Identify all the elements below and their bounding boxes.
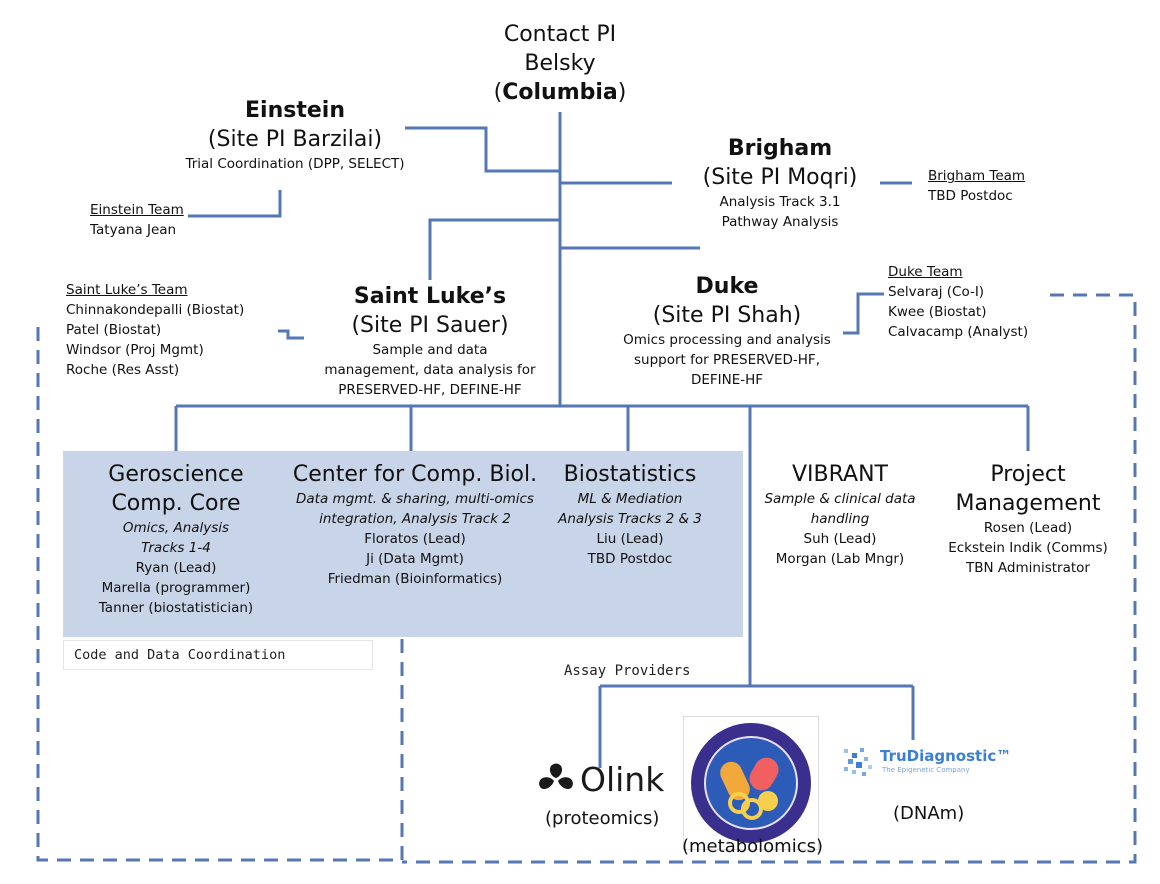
olink-icon	[539, 763, 573, 790]
trudiagnostic-logo-text: TruDiagnostic™	[880, 747, 1012, 765]
ccb-member: Floratos (Lead)	[364, 531, 466, 547]
duke-team: Duke Team Selvaraj (Co-I) Kwee (Biostat)…	[888, 262, 1028, 342]
einstein-role: Trial Coordination (DPP, SELECT)	[185, 156, 405, 172]
duke-role-1: Omics processing and analysis	[623, 332, 831, 348]
pm-title-2: Management	[955, 491, 1101, 516]
contact-pi-institution-name: Columbia	[502, 80, 618, 105]
saint-lukes-team-member: Windsor (Proj Mgmt)	[66, 342, 204, 358]
einstein-team-connector	[188, 190, 282, 218]
ip-logo-frame	[683, 716, 819, 850]
brigham-team: Brigham Team TBD Postdoc	[928, 166, 1025, 206]
biostatistics-member: TBD Postdoc	[587, 551, 673, 567]
geroscience-title-1: Geroscience	[108, 462, 244, 487]
vibrant-title: VIBRANT	[792, 462, 888, 487]
duke-team-member: Selvaraj (Co-I)	[888, 284, 985, 300]
saint-lukes-team-member: Patel (Biostat)	[66, 322, 162, 338]
saint-lukes-role-3: PRESERVED-HF, DEFINE-HF	[338, 382, 522, 398]
geroscience-member: Marella (programmer)	[101, 580, 251, 596]
saint-lukes-connector	[428, 218, 560, 280]
pm-member: Rosen (Lead)	[983, 520, 1073, 536]
duke-team-title: Duke Team	[888, 264, 963, 280]
duke-name: Duke	[695, 274, 759, 299]
ccb-member: Ji (Data Mgmt)	[366, 551, 464, 567]
geroscience-desc-1: Omics, Analysis	[122, 520, 230, 536]
brigham-role-1: Analysis Track 3.1	[719, 194, 841, 210]
saint-lukes-team-title: Saint Luke’s Team	[66, 282, 188, 298]
trudiagnostic-caption: (DNAm)	[893, 803, 965, 824]
geroscience-desc-2: Tracks 1-4	[141, 540, 211, 556]
einstein-name: Einstein	[245, 98, 345, 123]
cores-background	[63, 451, 743, 637]
pm-title-1: Project	[990, 462, 1066, 487]
biostatistics-member: Liu (Lead)	[596, 531, 664, 547]
saint-lukes-team-connector	[278, 329, 304, 340]
ccb-core: Center for Comp. Biol. Data mgmt. & shar…	[270, 460, 560, 589]
code-data-coordination-label: Code and Data Coordination	[63, 640, 373, 670]
olink-logo-text: Olink	[580, 760, 665, 799]
pm-member: Eckstein Indik (Comms)	[948, 540, 1108, 556]
contact-pi-institution: (Columbia)	[493, 80, 627, 105]
olink-caption: (proteomics)	[545, 808, 660, 829]
vibrant-member: Morgan (Lab Mngr)	[775, 551, 905, 567]
saint-lukes-team: Saint Luke’s Team Chinnakondepalli (Bios…	[66, 280, 244, 380]
brigham-team-title: Brigham Team	[928, 168, 1026, 184]
biostatistics-title: Biostatistics	[563, 462, 697, 487]
trudiagnostic-logo: TruDiagnostic™ The Epigenetic Company	[842, 743, 1022, 783]
trudiagnostic-logo-sub: The Epigenetic Company	[882, 766, 970, 774]
einstein-node: Einstein (Site PI Barzilai) Trial Coordi…	[130, 96, 460, 174]
brigham-node: Brigham (Site PI Moqri) Analysis Track 3…	[680, 134, 880, 232]
biostatistics-desc-1: ML & Mediation	[577, 491, 683, 507]
einstein-team: Einstein Team Tatyana Jean	[90, 200, 184, 240]
duke-team-member: Kwee (Biostat)	[888, 304, 987, 320]
ccb-desc-1: Data mgmt. & sharing, multi-omics	[296, 491, 534, 507]
contact-pi: Contact PI Belsky (Columbia)	[460, 20, 660, 107]
dashed-right-region	[402, 293, 1137, 864]
saint-lukes-role-1: Sample and data	[372, 342, 488, 358]
ccb-desc-2: integration, Analysis Track 2	[319, 511, 511, 527]
contact-pi-name: Belsky	[524, 51, 596, 76]
duke-site-pi: (Site PI Shah)	[652, 303, 802, 328]
einstein-team-title: Einstein Team	[90, 202, 184, 218]
geroscience-member: Ryan (Lead)	[135, 560, 217, 576]
geroscience-title-2: Comp. Core	[111, 491, 241, 516]
biostatistics-core: Biostatistics ML & Mediation Analysis Tr…	[540, 460, 720, 569]
duke-node: Duke (Site PI Shah) Omics processing and…	[592, 272, 862, 390]
brigham-team-member: TBD Postdoc	[928, 188, 1013, 204]
saint-lukes-role-2: management, data analysis for	[324, 362, 536, 378]
einstein-connector	[405, 126, 560, 173]
vibrant-desc-2: handling	[810, 511, 870, 527]
contact-pi-title: Contact PI	[503, 22, 617, 47]
duke-role-2: support for PRESERVED-HF,	[633, 352, 820, 368]
ccb-member: Friedman (Bioinformatics)	[327, 571, 503, 587]
project-management-core: Project Management Rosen (Lead) Eckstein…	[928, 460, 1128, 578]
vibrant-core: VIBRANT Sample & clinical data handling …	[750, 460, 930, 569]
dashed-left-region	[36, 327, 404, 862]
ip-logo	[691, 723, 811, 843]
geroscience-core: Geroscience Comp. Core Omics, Analysis T…	[66, 460, 286, 618]
saint-lukes-site-pi: (Site PI Sauer)	[351, 313, 509, 338]
brigham-role-2: Pathway Analysis	[721, 214, 839, 230]
ccb-title: Center for Comp. Biol.	[292, 462, 538, 487]
saint-lukes-node: Saint Luke’s (Site PI Sauer) Sample and …	[300, 282, 560, 400]
duke-role-3: DEFINE-HF	[690, 372, 764, 388]
saint-lukes-team-member: Chinnakondepalli (Biostat)	[66, 302, 245, 318]
ip-caption: (metabolomics)	[682, 836, 824, 857]
saint-lukes-name: Saint Luke’s	[353, 284, 507, 309]
einstein-team-member: Tatyana Jean	[90, 222, 177, 238]
vibrant-desc-1: Sample & clinical data	[764, 491, 916, 507]
duke-team-member: Calvacamp (Analyst)	[888, 324, 1029, 340]
duke-team-connector	[843, 292, 884, 335]
pm-member: TBN Administrator	[966, 560, 1090, 576]
olink-logo: Olink	[538, 760, 678, 800]
einstein-site-pi: (Site PI Barzilai)	[207, 127, 383, 152]
brigham-site-pi: (Site PI Moqri)	[702, 165, 858, 190]
saint-lukes-team-member: Roche (Res Asst)	[66, 362, 180, 378]
vibrant-member: Suh (Lead)	[803, 531, 877, 547]
biostatistics-desc-2: Analysis Tracks 2 & 3	[558, 511, 702, 527]
assay-providers-label: Assay Providers	[564, 663, 691, 679]
brigham-name: Brigham	[727, 136, 833, 161]
geroscience-member: Tanner (biostatistician)	[98, 600, 254, 616]
trudiagnostic-icon	[844, 748, 872, 776]
